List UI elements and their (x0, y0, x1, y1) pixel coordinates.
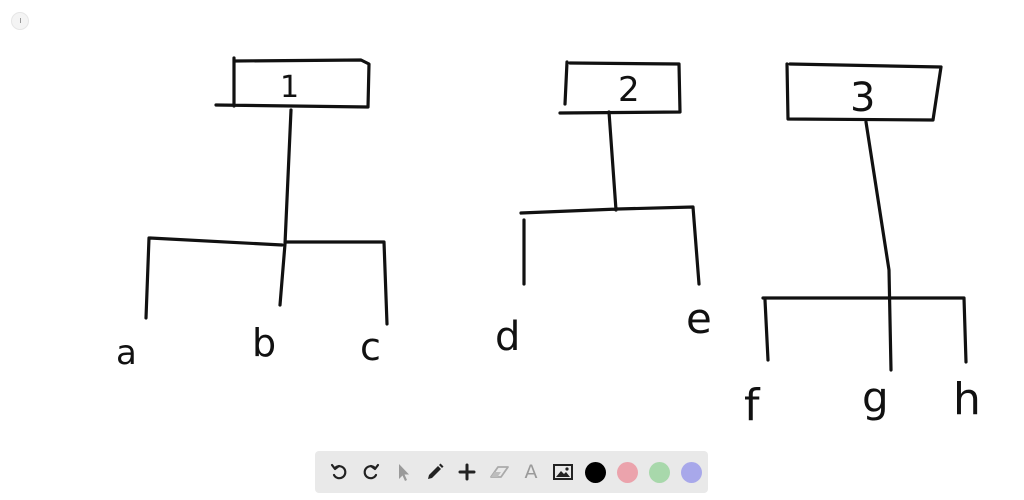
eraser-icon (490, 466, 509, 478)
add-button[interactable] (451, 456, 483, 488)
undo-button[interactable] (323, 456, 355, 488)
pencil-icon (428, 463, 444, 479)
node-1-label: 1 (280, 70, 299, 105)
drawing-toolbar: A (315, 451, 708, 493)
color-purple-swatch[interactable] (675, 456, 707, 488)
color-green-swatch[interactable] (643, 456, 675, 488)
leaf-c: c (360, 325, 381, 369)
node-2-label: 2 (618, 70, 640, 110)
node-2-box (558, 60, 682, 115)
tree-1-edges (144, 108, 389, 326)
leaf-g: g (862, 373, 889, 422)
redo-button[interactable] (355, 456, 387, 488)
color-pink-swatch[interactable] (611, 456, 643, 488)
tree-2-edges (519, 110, 701, 286)
leaf-a: a (116, 333, 137, 373)
tree-1: 1 a b c (116, 56, 389, 373)
image-icon (553, 464, 573, 480)
leaf-d: d (495, 314, 520, 360)
plus-icon (458, 463, 476, 481)
undo-icon (330, 463, 347, 480)
cursor-arrow-icon (399, 464, 409, 481)
text-tool-button[interactable]: A (515, 456, 547, 488)
leaf-b: b (252, 321, 276, 365)
page-indicator-dot[interactable] (11, 12, 29, 30)
color-black-swatch[interactable] (579, 456, 611, 488)
tree-3-edges (761, 120, 968, 372)
tree-2: 2 d e (495, 60, 712, 360)
select-tool-button[interactable] (387, 456, 419, 488)
node-1-box (214, 56, 371, 109)
leaf-h: h (953, 374, 981, 425)
color-black-dot (584, 461, 606, 483)
color-pink-dot (616, 461, 638, 483)
image-tool-button[interactable] (547, 456, 579, 488)
leaf-e: e (686, 294, 712, 343)
text-A-icon: A (524, 461, 538, 483)
eraser-tool-button[interactable] (483, 456, 515, 488)
leaf-f: f (744, 380, 761, 431)
redo-icon (363, 463, 380, 480)
tree-3: 3 f g h (744, 62, 981, 431)
node-3-box (785, 62, 943, 122)
pen-tool-button[interactable] (419, 456, 451, 488)
color-purple-dot (680, 461, 702, 483)
color-green-dot (648, 461, 670, 483)
node-3-label: 3 (850, 75, 875, 121)
